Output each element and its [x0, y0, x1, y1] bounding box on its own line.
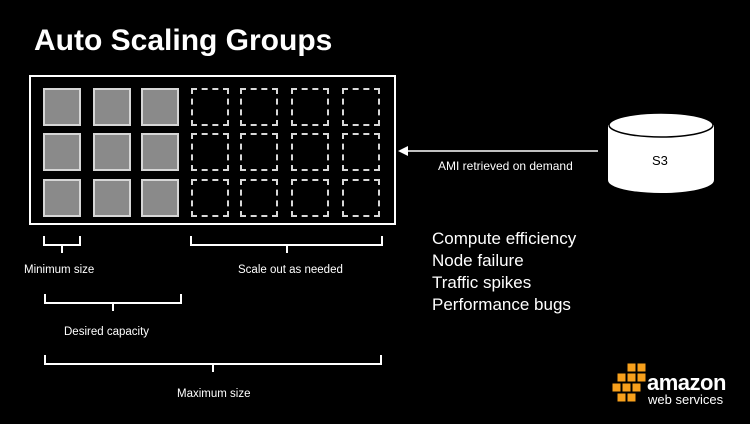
scale-out-label: Scale out as needed — [238, 264, 343, 276]
auto-scaling-group-box — [29, 75, 396, 225]
reason-item: Compute efficiency — [432, 229, 577, 248]
running-instance — [141, 179, 179, 217]
aws-logo-subtext: web services — [648, 392, 724, 407]
reason-item: Node failure — [432, 251, 524, 270]
reason-item: Performance bugs — [432, 295, 571, 314]
scale-out-slot — [291, 179, 329, 217]
scale-out-slot — [342, 88, 380, 126]
running-instance — [43, 88, 81, 126]
scale-out-slot — [191, 133, 229, 171]
desired-capacity-label: Desired capacity — [64, 326, 150, 338]
running-instance — [93, 88, 131, 126]
scale-out-slot — [191, 179, 229, 217]
scaling-reasons-list: Compute efficiency Node failure Traffic … — [432, 228, 576, 316]
maximum-size-brace — [44, 355, 382, 365]
aws-cubes-icon — [611, 362, 647, 403]
scale-out-slot — [240, 133, 278, 171]
minimum-size-label: Minimum size — [24, 264, 95, 276]
maximum-size-label: Maximum size — [177, 388, 251, 400]
scale-out-slot — [342, 133, 380, 171]
scale-out-slot — [240, 179, 278, 217]
s3-label: S3 — [652, 153, 668, 168]
scale-out-slot — [342, 179, 380, 217]
slide-title: Auto Scaling Groups — [34, 24, 333, 57]
running-instance — [141, 88, 179, 126]
minimum-size-brace — [43, 236, 81, 246]
running-instance — [43, 133, 81, 171]
ami-arrow-head — [398, 146, 408, 156]
running-instance — [93, 133, 131, 171]
running-instance — [93, 179, 131, 217]
reason-item: Traffic spikes — [432, 273, 532, 292]
ami-label: AMI retrieved on demand — [438, 159, 573, 173]
scale-out-slot — [291, 133, 329, 171]
scale-out-slot — [240, 88, 278, 126]
scale-out-slot — [191, 88, 229, 126]
running-instance — [141, 133, 179, 171]
scale-out-brace — [190, 236, 383, 246]
aws-logo-text: amazon — [647, 370, 726, 395]
running-instance — [43, 179, 81, 217]
s3-cylinder — [608, 112, 714, 193]
scale-out-slot — [291, 88, 329, 126]
desired-capacity-brace — [44, 294, 182, 304]
